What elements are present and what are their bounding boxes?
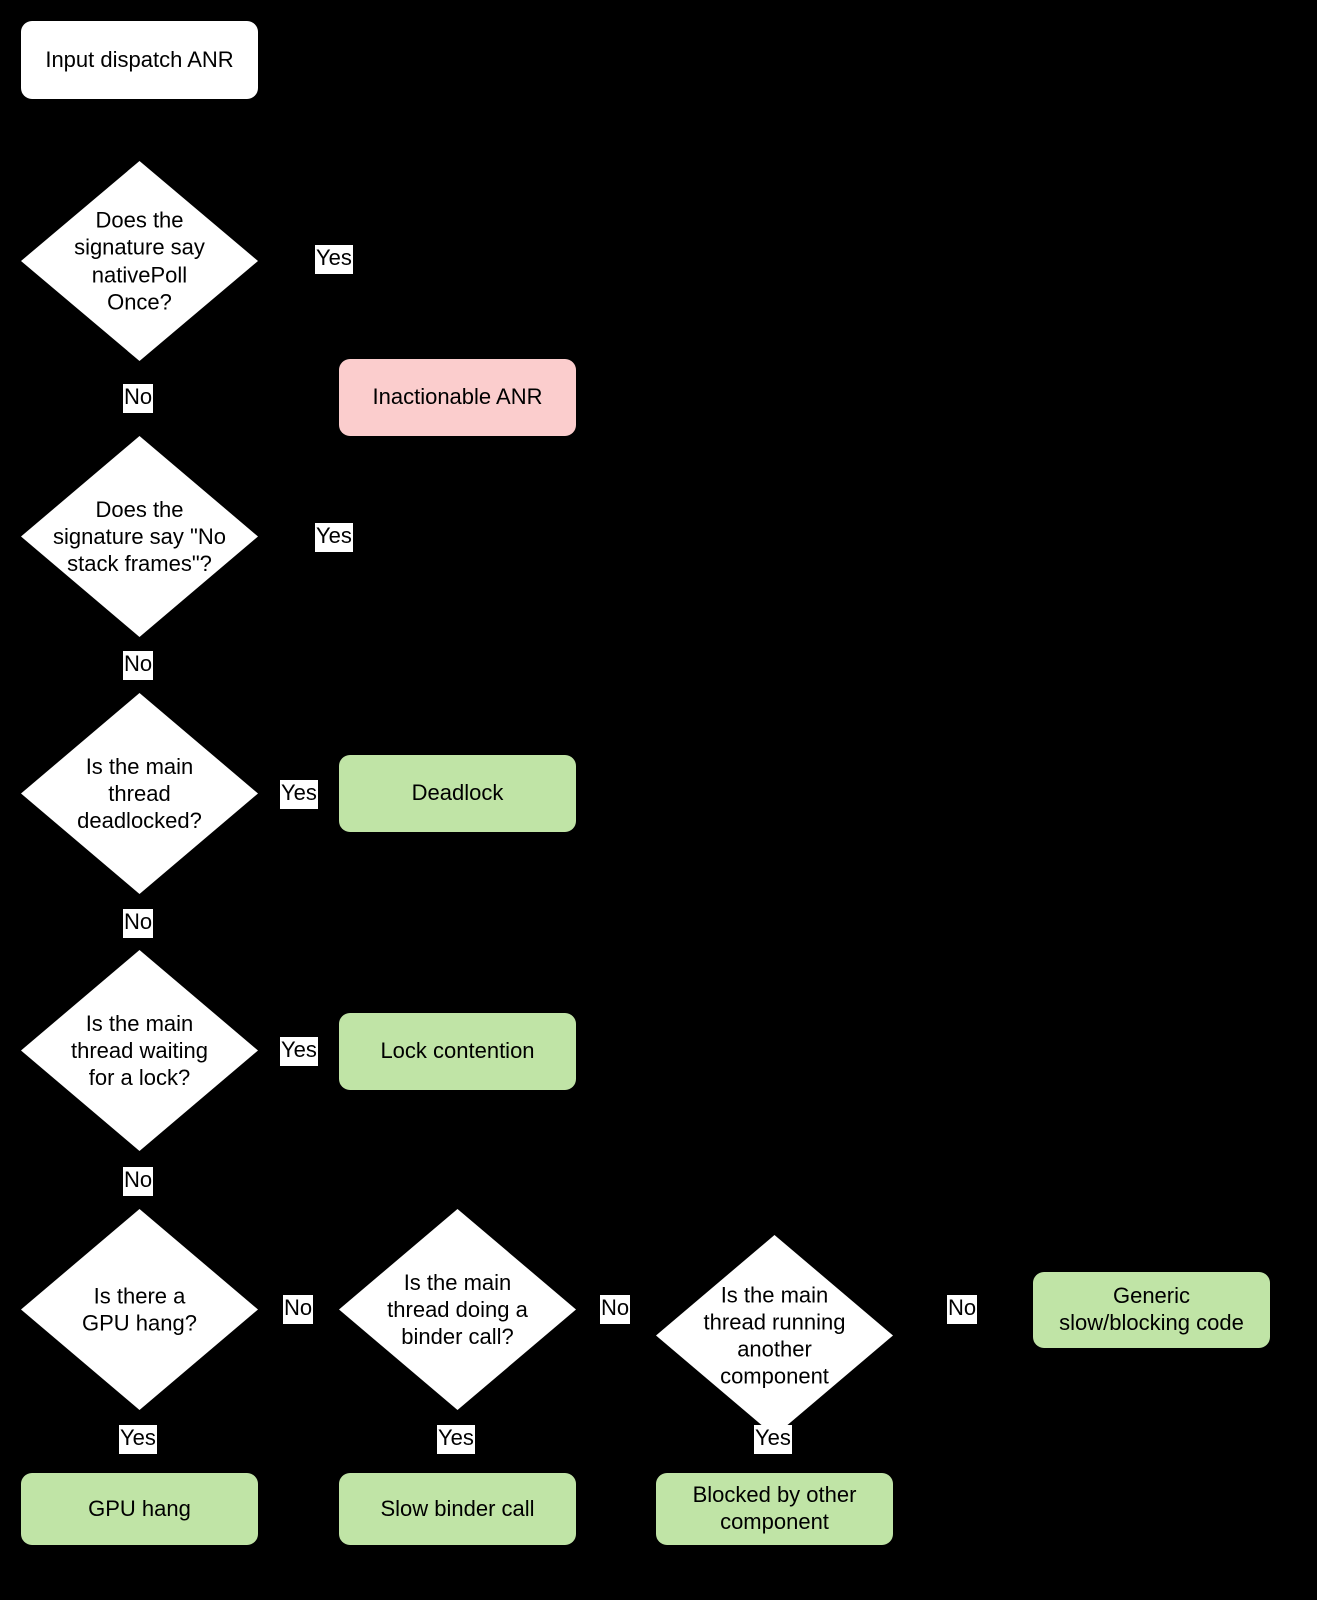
node-gpu-hang[interactable]: GPU hang	[21, 1473, 258, 1545]
node-input-dispatch-anr[interactable]: Input dispatch ANR	[21, 21, 258, 99]
edge-othercomponent-yes	[773, 1438, 775, 1473]
edge-label-deadlocked-no: No	[123, 909, 154, 938]
node-blocked-by-other-component[interactable]: Blocked by other component	[656, 1473, 893, 1545]
node-q-no-stack-frames[interactable]: Does the signature say "No stack frames"…	[21, 436, 258, 637]
node-deadlock[interactable]: Deadlock	[339, 755, 576, 832]
diamond-shape	[21, 693, 258, 894]
edge-label-nostackframes-yes: Yes	[315, 523, 353, 552]
edge-nostackframes-yes-vertical	[456, 436, 458, 536]
edge-label-othercomponent-yes: Yes	[754, 1425, 792, 1454]
node-generic-slow-blocking-code[interactable]: Generic slow/blocking code	[1033, 1272, 1270, 1348]
edge-label-nativepollonce-no: No	[123, 384, 154, 413]
diamond-shape	[21, 436, 258, 637]
edge-label-nativepollonce-yes: Yes	[315, 245, 353, 274]
edge-nostackframes-yes-horizontal	[258, 536, 457, 538]
edge-start-to-nativepollonce	[138, 99, 140, 162]
edge-nativepollonce-yes-vertical	[456, 259, 458, 359]
node-q-binder-call[interactable]: Is the main thread doing a binder call?	[339, 1209, 576, 1410]
node-q-nativepollonce[interactable]: Does the signature say nativePoll Once?	[21, 161, 258, 361]
diamond-shape	[21, 161, 258, 361]
diamond-shape	[339, 1209, 576, 1410]
diamond-shape	[656, 1235, 893, 1436]
node-q-main-thread-waiting-lock[interactable]: Is the main thread waiting for a lock?	[21, 950, 258, 1151]
edge-nativepollonce-yes-horizontal	[258, 259, 457, 261]
node-slow-binder-call[interactable]: Slow binder call	[339, 1473, 576, 1545]
edge-label-gpuhang-no: No	[283, 1295, 314, 1324]
diamond-shape	[21, 1209, 258, 1410]
node-inactionable-anr[interactable]: Inactionable ANR	[339, 359, 576, 436]
node-q-main-thread-deadlocked[interactable]: Is the main thread deadlocked?	[21, 693, 258, 894]
edge-label-deadlocked-yes: Yes	[280, 780, 318, 809]
node-q-gpu-hang[interactable]: Is there a GPU hang?	[21, 1209, 258, 1410]
edge-label-othercomponent-no: No	[947, 1295, 978, 1324]
edge-label-waitinglock-no: No	[123, 1167, 154, 1196]
node-q-another-component[interactable]: Is the main thread running another compo…	[656, 1235, 893, 1436]
edge-label-bindercall-no: No	[600, 1295, 631, 1324]
edge-label-waitinglock-yes: Yes	[280, 1037, 318, 1066]
diamond-shape	[21, 950, 258, 1151]
edge-label-nostackframes-no: No	[123, 651, 154, 680]
edge-label-gpuhang-yes: Yes	[119, 1425, 157, 1454]
node-lock-contention[interactable]: Lock contention	[339, 1013, 576, 1090]
edge-label-bindercall-yes: Yes	[437, 1425, 475, 1454]
